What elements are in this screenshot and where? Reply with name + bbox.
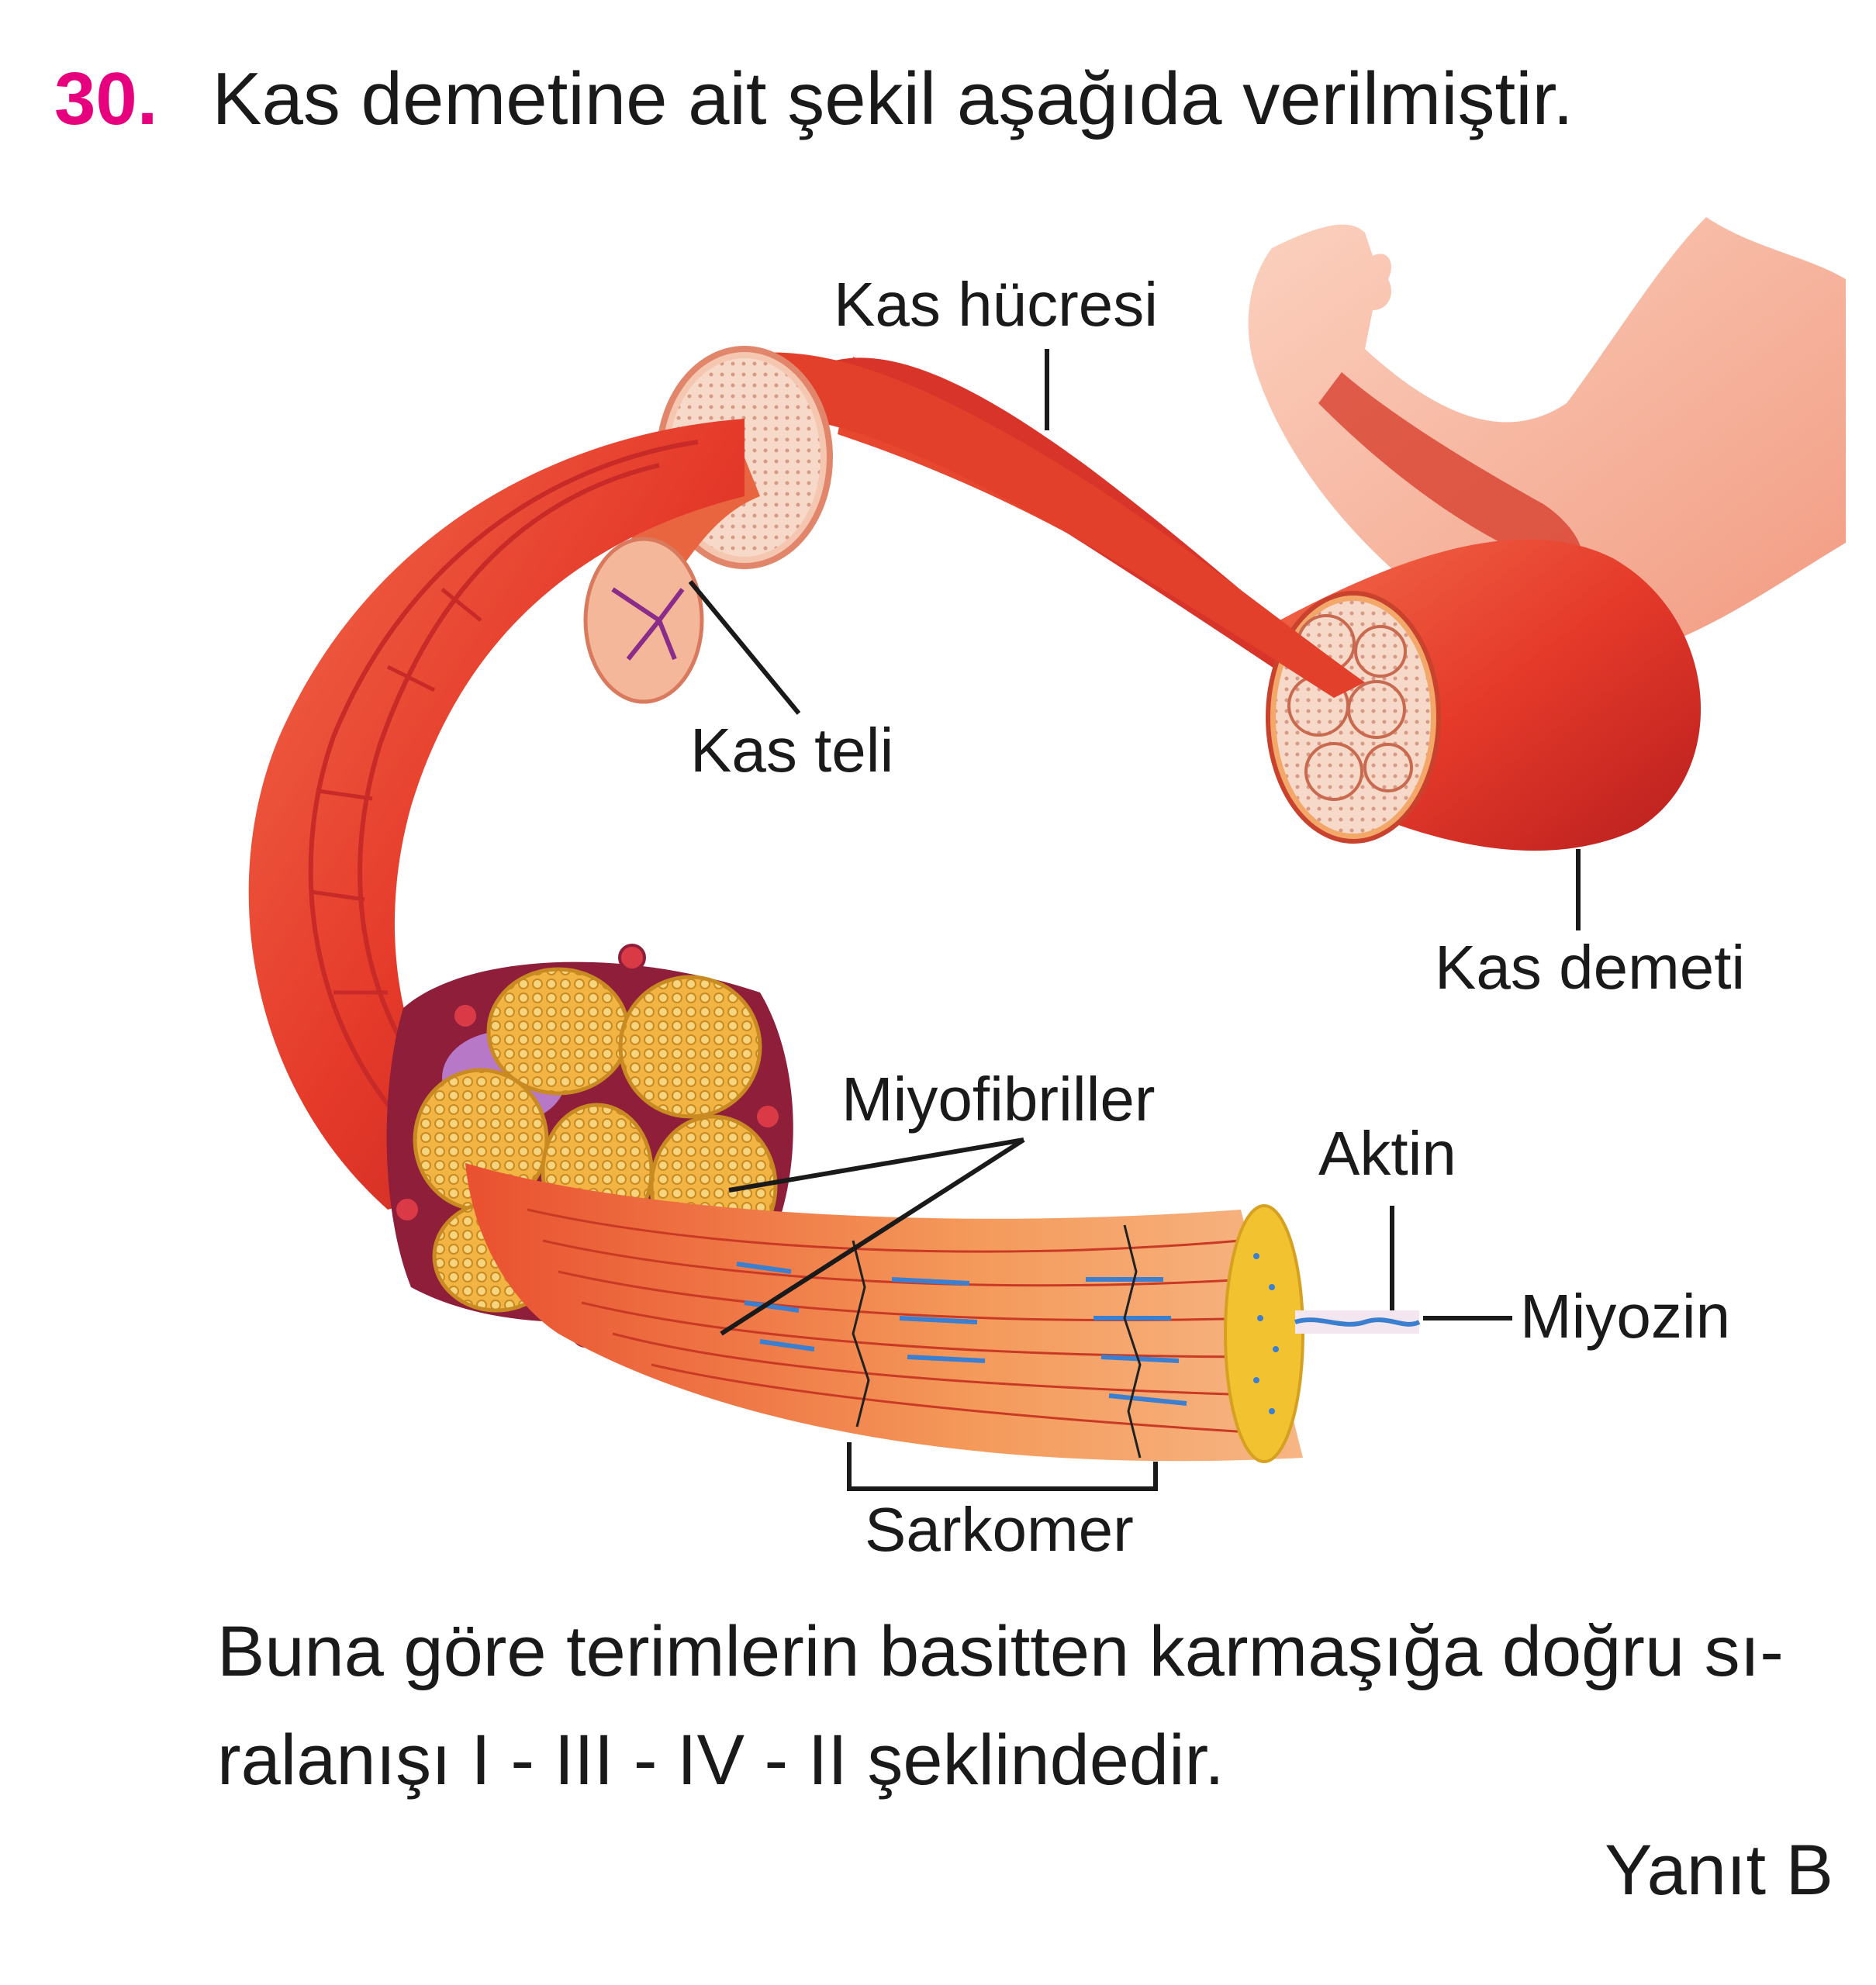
muscle-fiber	[656, 346, 1365, 698]
label-miyofibriller: Miyofibriller	[841, 1065, 1156, 1134]
leader-lines	[688, 349, 1581, 1491]
label-kas-hucresi: Kas hücresi	[834, 270, 1158, 339]
question-number: 30.	[54, 57, 158, 140]
label-kas-teli: Kas teli	[690, 716, 893, 785]
explanation-line-2: ralanışı I - III - IV - II şeklindedir.	[217, 1721, 1225, 1800]
question-header: 30.Kas demetine ait şekil aşağıda verilm…	[54, 62, 1574, 136]
answer-text: Yanıt B	[1605, 1831, 1833, 1910]
label-miyozin: Miyozin	[1520, 1282, 1730, 1351]
fascicle-cross-section	[1266, 591, 1441, 844]
label-sarkomer: Sarkomer	[865, 1495, 1134, 1564]
explanation-text: Buna göre terimlerin basitten karmaşığa …	[217, 1597, 1846, 1814]
arm-illustration	[1248, 217, 1846, 665]
explanation-line-1: Buna göre terimlerin basitten karmaşığa …	[217, 1612, 1784, 1691]
label-aktin: Aktin	[1318, 1119, 1456, 1188]
myofibril	[465, 1163, 1421, 1463]
question-text: Kas demetine ait şekil aşağıda verilmişt…	[212, 57, 1574, 140]
muscle-arc	[248, 419, 745, 1210]
label-kas-demeti: Kas demeti	[1435, 933, 1745, 1002]
